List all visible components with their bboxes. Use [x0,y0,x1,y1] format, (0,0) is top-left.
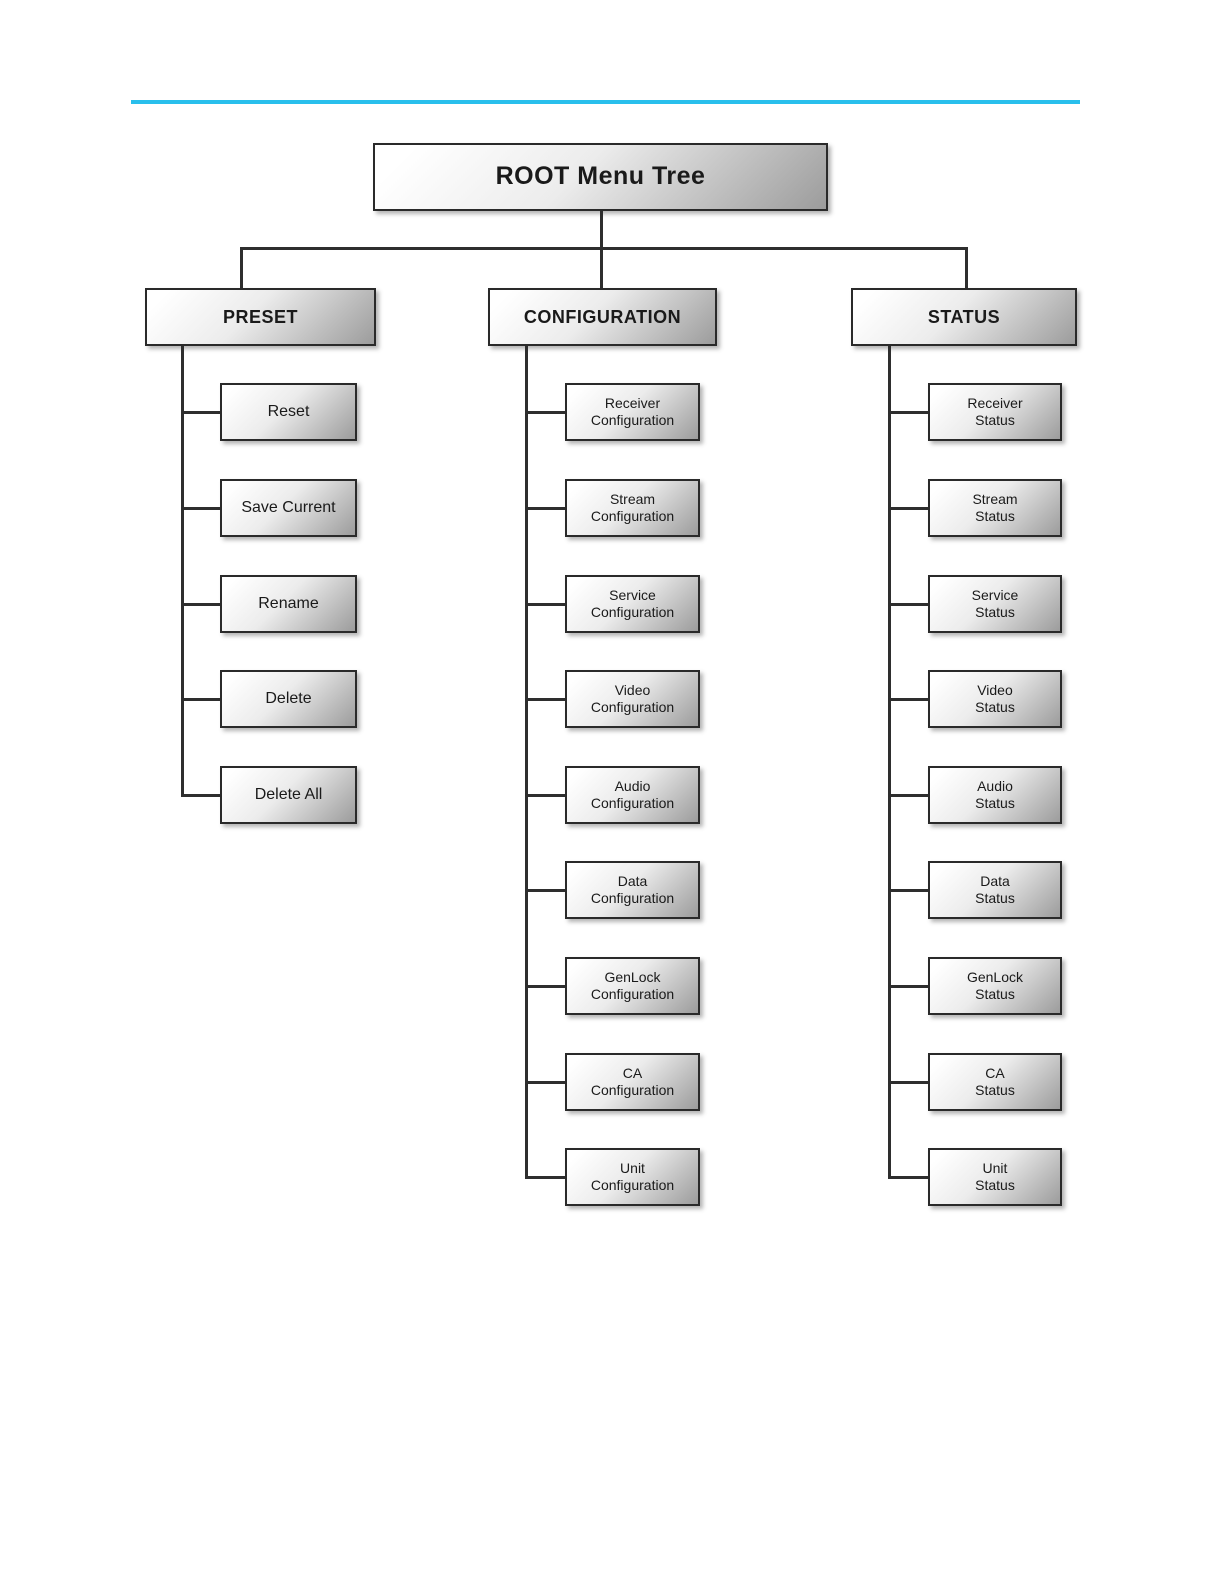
node-delete-all: Delete All [220,766,357,824]
branch-preset: PRESET [145,288,376,346]
connector-root-drop [600,211,603,250]
top-divider-rule [131,100,1080,104]
connector-stub [888,411,928,414]
connector-stub [888,698,928,701]
connector-stub [888,985,928,988]
connector-stub [181,603,220,606]
connector-stub [525,985,565,988]
connector-stub [525,889,565,892]
node-genlock-configuration: GenLock Configuration [565,957,700,1015]
node-receiver-configuration: Receiver Configuration [565,383,700,441]
connector-trunk-configuration [525,346,528,1178]
connector-stub [888,507,928,510]
node-data-status: Data Status [928,861,1062,919]
node-ca-configuration: CA Configuration [565,1053,700,1111]
connector-stub [181,507,220,510]
node-unit-status: Unit Status [928,1148,1062,1206]
connector-trunk-status [888,346,891,1178]
connector-stub [525,794,565,797]
connector-stub [888,889,928,892]
connector-stub [181,794,220,797]
node-video-configuration: Video Configuration [565,670,700,728]
node-audio-configuration: Audio Configuration [565,766,700,824]
connector-stub [525,507,565,510]
node-genlock-status: GenLock Status [928,957,1062,1015]
root-node: ROOT Menu Tree [373,143,828,211]
node-delete: Delete [220,670,357,728]
connector-stub [525,411,565,414]
connector-drop-configuration [600,247,603,288]
node-video-status: Video Status [928,670,1062,728]
node-ca-status: CA Status [928,1053,1062,1111]
node-stream-status: Stream Status [928,479,1062,537]
connector-branch-bar [240,247,968,250]
connector-stub [181,698,220,701]
connector-stub [525,1176,565,1179]
node-rename: Rename [220,575,357,633]
node-service-configuration: Service Configuration [565,575,700,633]
connector-stub [181,411,220,414]
connector-stub [888,794,928,797]
connector-trunk-preset [181,346,184,796]
node-unit-configuration: Unit Configuration [565,1148,700,1206]
node-save-current: Save Current [220,479,357,537]
node-reset: Reset [220,383,357,441]
connector-stub [525,1081,565,1084]
connector-stub [888,603,928,606]
node-service-status: Service Status [928,575,1062,633]
node-receiver-status: Receiver Status [928,383,1062,441]
connector-drop-status [965,247,968,288]
connector-stub [888,1176,928,1179]
connector-drop-preset [240,247,243,288]
node-data-configuration: Data Configuration [565,861,700,919]
branch-status: STATUS [851,288,1077,346]
connector-stub [888,1081,928,1084]
branch-configuration: CONFIGURATION [488,288,717,346]
connector-stub [525,603,565,606]
connector-stub [525,698,565,701]
node-audio-status: Audio Status [928,766,1062,824]
node-stream-configuration: Stream Configuration [565,479,700,537]
